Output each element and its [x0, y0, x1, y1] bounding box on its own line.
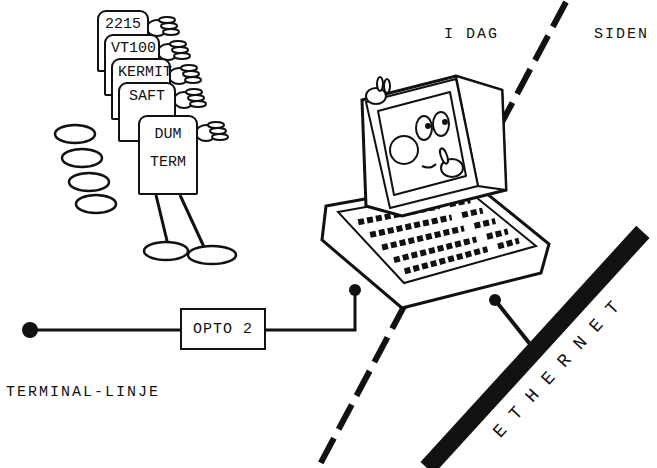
monitor-front — [366, 79, 478, 208]
key-row — [474, 221, 495, 226]
glove-finger — [212, 134, 228, 140]
shoe — [69, 173, 109, 191]
sign-text: VT100 — [111, 40, 153, 58]
sign-text: SAFT — [125, 88, 169, 106]
shoe — [55, 125, 95, 143]
converter-box: OPTO 2 — [180, 308, 266, 350]
shoe — [144, 242, 188, 260]
ethernet-wire — [495, 300, 530, 344]
key-row — [394, 239, 476, 260]
sign-text: 2215 — [104, 16, 142, 34]
key-row — [462, 211, 483, 215]
glove-hand — [169, 65, 201, 84]
pupil — [425, 123, 431, 129]
glove-finger — [190, 101, 206, 107]
side-label: SIDEN — [594, 26, 649, 43]
glove-hand — [174, 89, 206, 108]
port-dot — [349, 284, 361, 296]
hand-on-head — [366, 77, 390, 104]
monitor-case — [362, 76, 506, 216]
key-row — [405, 249, 488, 271]
key-row — [487, 231, 508, 236]
protocol-sign: DUM TERM — [138, 115, 198, 195]
shoe — [188, 246, 236, 264]
glove-finger — [163, 29, 179, 35]
side-label: I DAG — [444, 26, 499, 43]
sign-text: KERMIT — [118, 64, 164, 82]
cheek — [390, 136, 418, 164]
pupil — [442, 119, 448, 125]
terminal-wire — [264, 292, 355, 330]
shoe — [62, 149, 102, 167]
box-text: OPTO 2 — [193, 321, 253, 338]
glove-hand — [196, 122, 228, 141]
port-dot — [489, 294, 501, 306]
key-row — [498, 241, 519, 247]
terminal-wire — [30, 329, 182, 332]
sign-limbs — [55, 17, 236, 264]
monitor-screen — [378, 92, 466, 195]
mouth — [422, 164, 436, 168]
glove-finger — [185, 77, 201, 83]
glove-finger — [174, 53, 190, 59]
leg — [156, 195, 168, 245]
side-label: TERMINAL-LINJE — [6, 384, 160, 401]
eye — [433, 112, 449, 136]
sign-text: DUM TERM — [145, 121, 191, 177]
hand-at-chin — [438, 147, 463, 177]
shoe — [76, 195, 116, 213]
computer-figure — [322, 76, 549, 308]
leg — [180, 195, 204, 247]
eye — [416, 116, 432, 140]
